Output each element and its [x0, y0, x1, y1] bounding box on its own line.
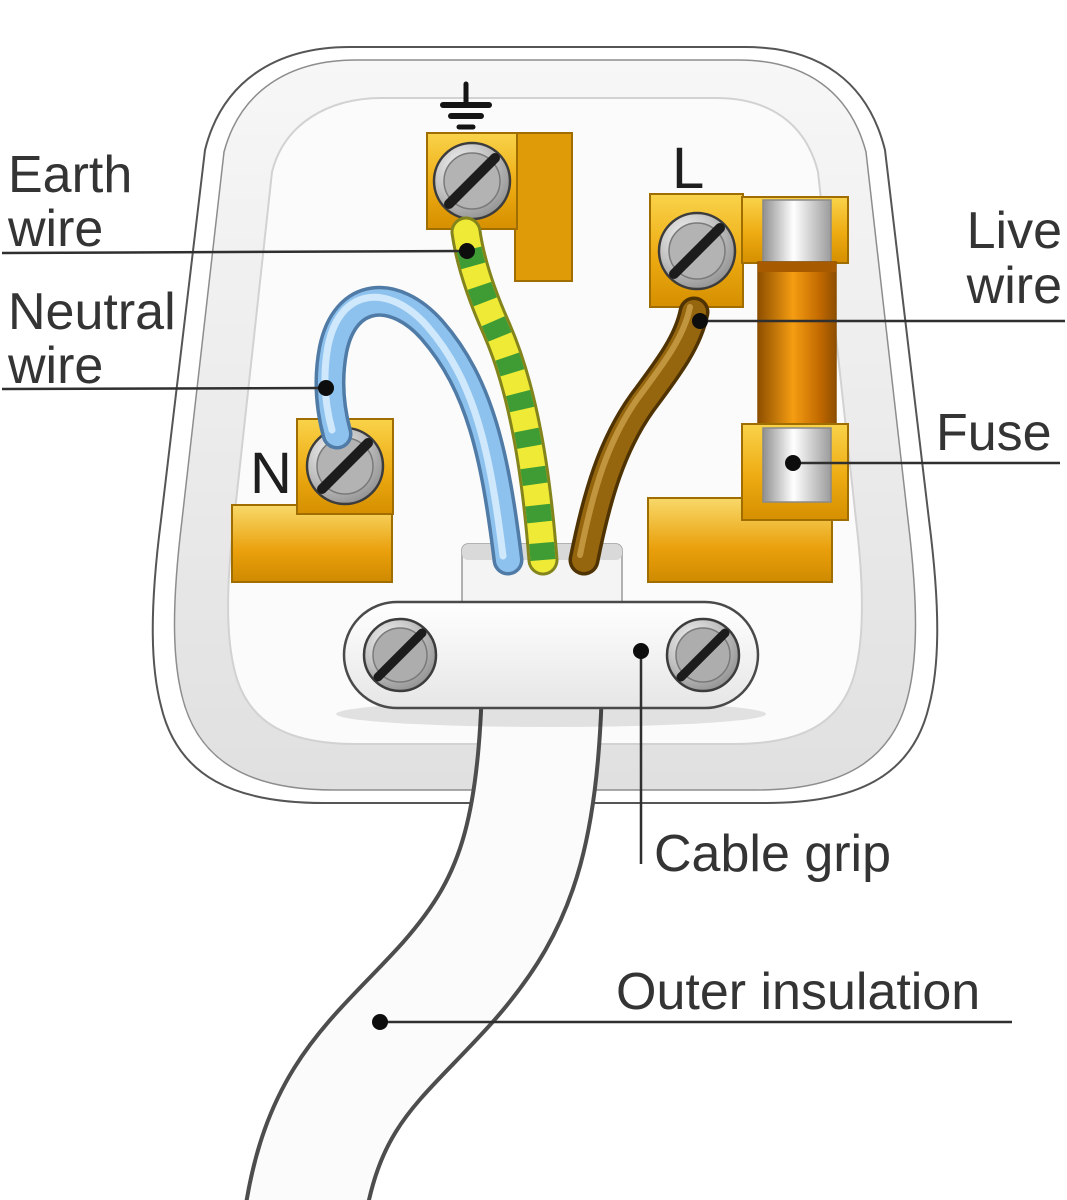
- neutral-terminal-screw: [305, 426, 385, 506]
- live-terminal: [649, 193, 744, 308]
- cable-grip-label: Cable grip: [654, 825, 891, 883]
- earth-wire-label: Earth: [8, 146, 132, 204]
- cable-grip: [342, 600, 760, 710]
- cable-grip-screw-left: [362, 617, 438, 693]
- earth-terminal: [426, 132, 573, 282]
- neutral-terminal: [296, 418, 394, 515]
- neutral-wire-dot: [318, 380, 334, 396]
- fuse-label: Fuse: [936, 404, 1052, 462]
- live-wire-label: Live: [967, 202, 1062, 260]
- neutral-wire-label: Neutral: [8, 283, 176, 341]
- neutral-wire-label-line2: wire: [7, 337, 103, 395]
- earth-symbol-icon: [440, 81, 492, 130]
- earth-terminal-bar: [514, 132, 573, 282]
- neutral-wire-leader-line: [1, 386, 324, 391]
- cable-grip-screw-right: [665, 617, 741, 693]
- cable-grip-label-group: Cable grip: [633, 643, 891, 883]
- fuse-top-cap: [762, 199, 832, 263]
- live-wire-label-line2: wire: [966, 257, 1062, 315]
- outer-insulation-dot: [372, 1014, 388, 1030]
- earth-wire-leader-line: [1, 249, 465, 255]
- fuse-label-group: Fuse: [785, 404, 1060, 471]
- earth-wire-dot: [459, 243, 475, 259]
- neutral-pin-base: [231, 504, 393, 583]
- fuse: [741, 196, 849, 521]
- fuse-body: [757, 261, 837, 429]
- outer-insulation-label-group: Outer insulation: [372, 963, 1012, 1030]
- live-wire-dot: [692, 313, 708, 329]
- fuse-dot: [785, 455, 801, 471]
- live-terminal-letter: L: [672, 136, 704, 201]
- outer-insulation-label: Outer insulation: [616, 963, 980, 1021]
- live-terminal-screw: [657, 211, 737, 291]
- cable-grip-dot: [633, 643, 649, 659]
- fuse-body-rim: [758, 262, 836, 272]
- live-wire: [568, 296, 710, 576]
- earth-wire-label-line2: wire: [7, 200, 103, 258]
- neutral-terminal-letter: N: [250, 441, 292, 506]
- earth-terminal-screw: [432, 141, 512, 221]
- live-wire-label-group: Live wire: [692, 202, 1065, 329]
- cable: [244, 619, 605, 1200]
- neutral-wire-label-group: Neutral wire: [1, 283, 334, 396]
- earth-wire: [450, 216, 559, 576]
- plug-outer-outline: [151, 46, 939, 804]
- earth-wire-label-group: Earth wire: [1, 146, 475, 259]
